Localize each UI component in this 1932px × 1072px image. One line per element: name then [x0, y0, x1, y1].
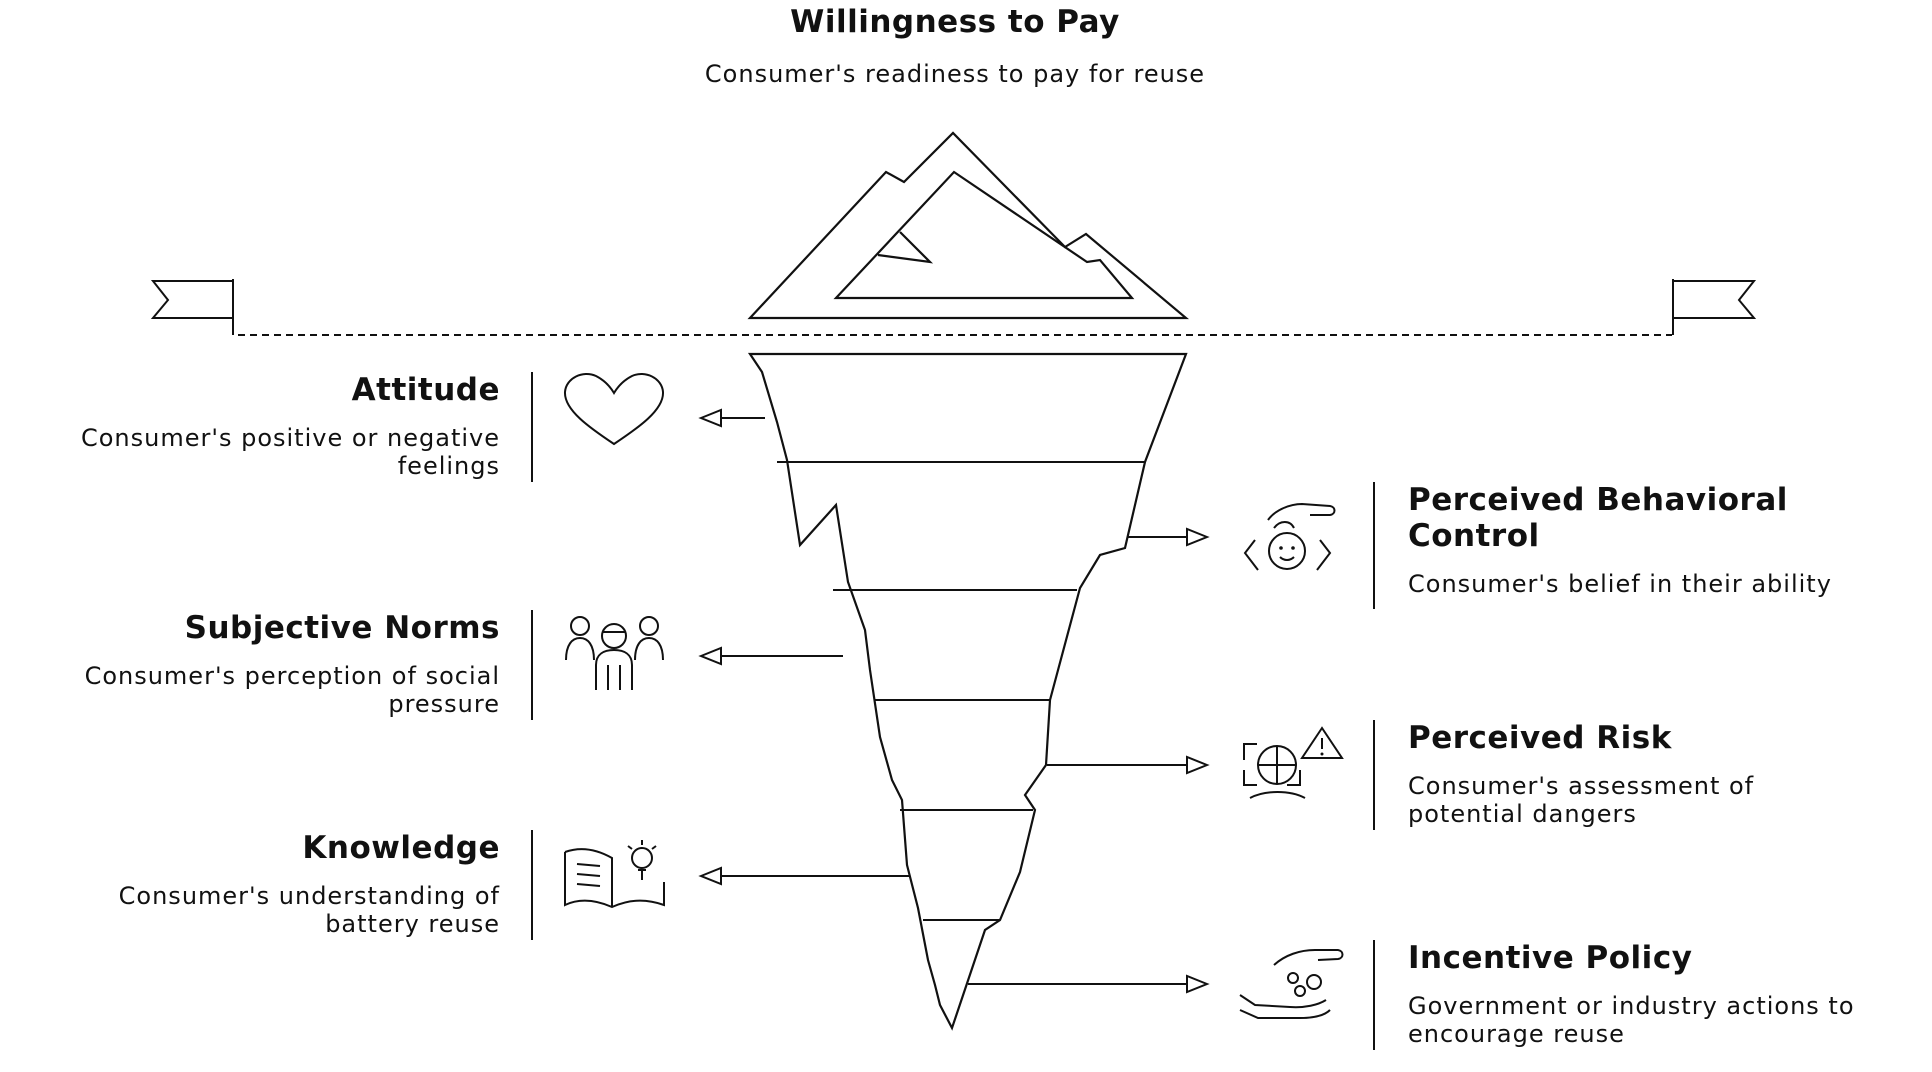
left-flag-icon [150, 279, 234, 335]
top-factor-title: Willingness to Pay [790, 4, 1120, 40]
factor-title: Knowledge [302, 830, 500, 866]
arrow-subjective-norms [698, 646, 843, 666]
divider-attitude [531, 372, 533, 482]
arrow-perceived-risk [1047, 755, 1210, 775]
factor-subjective-norms: Subjective Norms Consumer's perception o… [0, 610, 500, 718]
arrow-perceived-behavioral-control [1128, 527, 1210, 547]
top-factor-block: Willingness to Pay Consumer's readiness … [660, 4, 1250, 88]
factor-knowledge: Knowledge Consumer's understanding of ba… [0, 830, 500, 938]
iceberg-tip [747, 131, 1190, 320]
iceberg-tip-inner [833, 170, 1135, 300]
heart-icon [563, 373, 665, 446]
divider-subjective-norms [531, 610, 533, 720]
factor-description: Consumer's belief in their ability [1408, 570, 1832, 598]
factor-description: Consumer's assessment of potential dange… [1408, 772, 1755, 828]
factor-description: Government or industry actions to encour… [1408, 992, 1855, 1048]
factor-title: Attitude [351, 372, 500, 408]
factor-incentive-policy: Incentive Policy Government or industry … [1408, 940, 1923, 1048]
divider-perceived-risk [1373, 720, 1375, 830]
factor-description: Consumer's perception of social pressure [84, 662, 500, 718]
factor-title: Subjective Norms [184, 610, 500, 646]
divider-knowledge [531, 830, 533, 940]
factor-title: Perceived Risk [1408, 720, 1672, 756]
arrow-knowledge [698, 866, 910, 886]
divider-incentive-policy [1373, 940, 1375, 1050]
right-flag-icon [1672, 279, 1757, 335]
iceberg-base [747, 352, 1188, 1031]
factor-description: Consumer's positive or negative feelings [80, 424, 500, 480]
factor-perceived-behavioral-control: Perceived Behavioral Control Consumer's … [1408, 482, 1908, 598]
factor-perceived-risk: Perceived Risk Consumer's assessment of … [1408, 720, 1868, 828]
top-factor-description: Consumer's readiness to pay for reuse [704, 60, 1206, 88]
arrow-attitude [698, 408, 765, 428]
risk-warning-icon [1243, 726, 1344, 799]
iceberg-tip-crack [877, 231, 934, 264]
factor-description: Consumer's understanding of battery reus… [118, 882, 500, 938]
divider-perceived-behavioral-control [1373, 482, 1375, 609]
factor-title: Incentive Policy [1408, 940, 1693, 976]
factor-attitude: Attitude Consumer's positive or negative… [0, 372, 500, 480]
people-group-icon [565, 616, 664, 690]
factor-title: Perceived Behavioral Control [1408, 482, 1788, 554]
arrow-incentive-policy [968, 974, 1210, 994]
hand-over-person-icon [1243, 502, 1336, 571]
book-lightbulb-icon [564, 840, 665, 909]
hand-coins-icon [1239, 949, 1344, 1019]
